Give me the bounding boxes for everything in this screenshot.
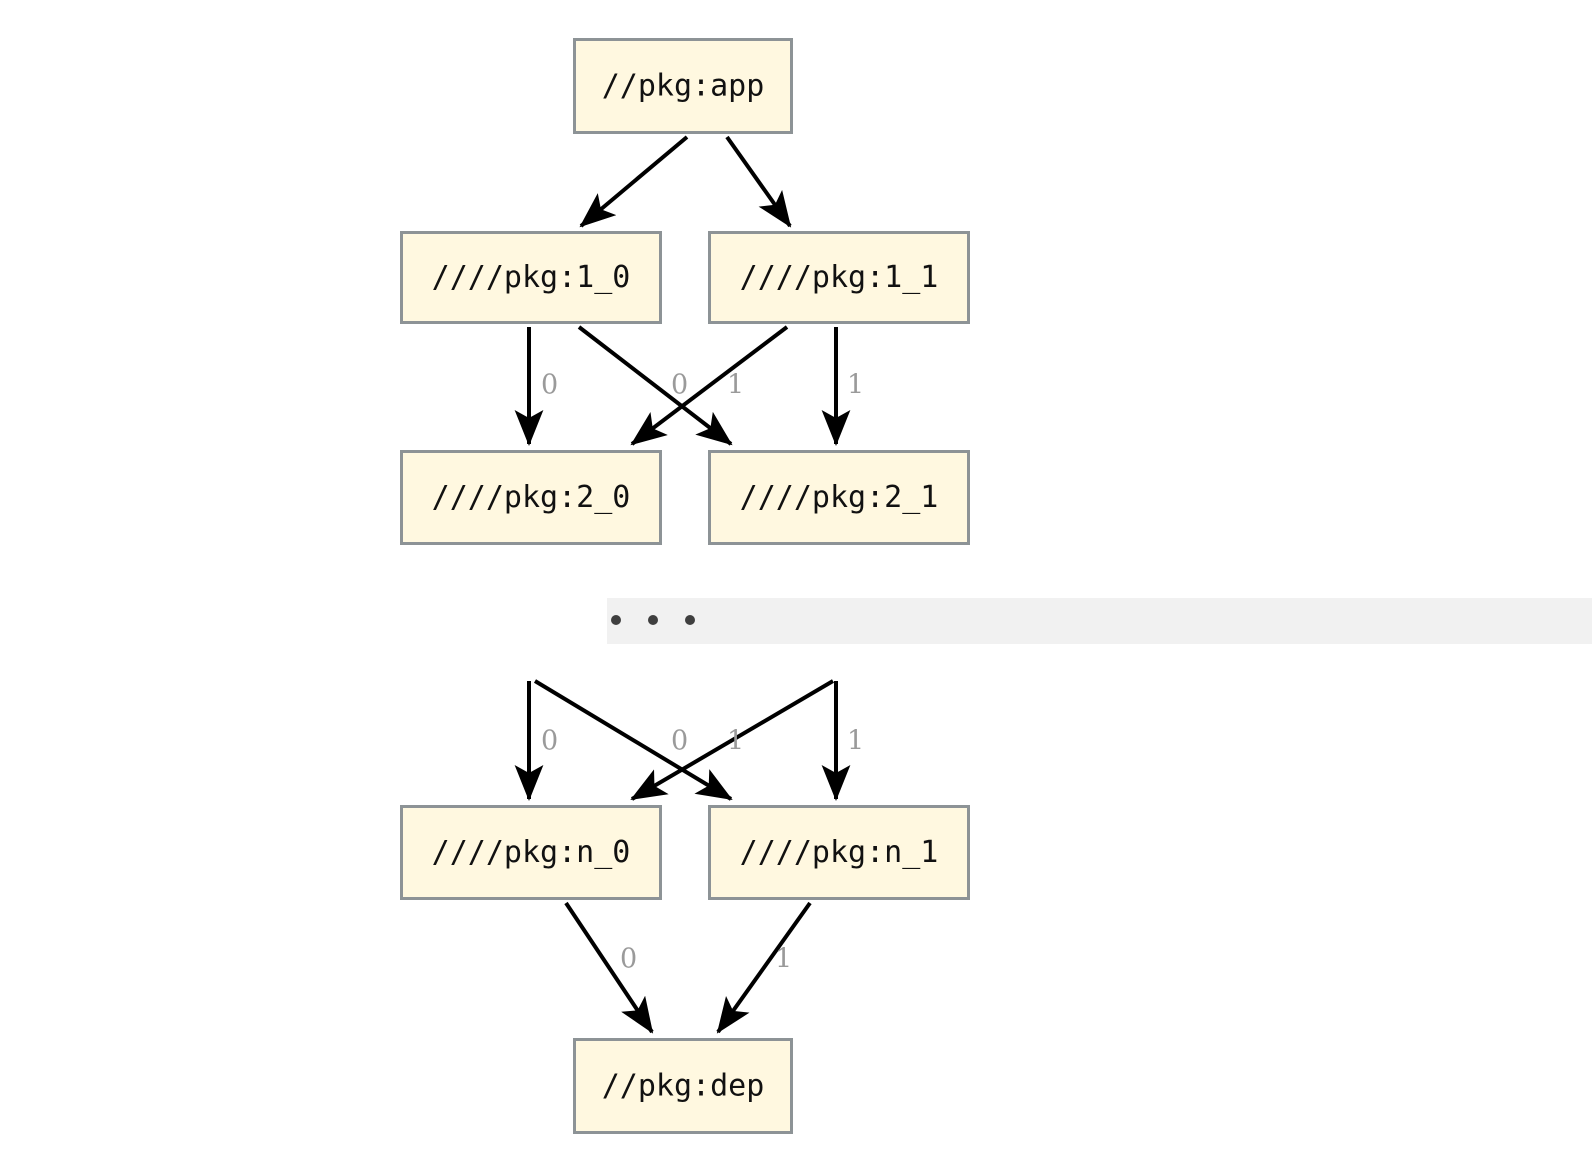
edge-line <box>725 135 792 228</box>
edge-hid_1-to-nn_1: 1 <box>821 681 864 801</box>
node-n2_1[interactable]: ////pkg:2_1 <box>708 450 970 545</box>
edge-hid_1-to-nn_0: 1 <box>630 679 835 801</box>
ellipsis-separator <box>607 598 1592 644</box>
node-box[interactable] <box>573 1038 793 1134</box>
edge-nn_0-to-dep: 0 <box>564 901 654 1034</box>
node-app[interactable]: //pkg:app <box>573 38 793 134</box>
edge-hid_0-to-nn_0: 0 <box>514 681 558 801</box>
node-n2_0[interactable]: ////pkg:2_0 <box>400 450 662 545</box>
edge-n1_0-to-n2_0: 0 <box>514 327 558 446</box>
edge-label: 1 <box>775 944 792 975</box>
node-label: ////pkg:1_1 <box>740 260 939 295</box>
edge-label: 0 <box>541 370 558 401</box>
node-label: ////pkg:2_0 <box>432 480 631 515</box>
edge-line <box>630 679 835 801</box>
edge-label: 1 <box>847 726 864 757</box>
node-box[interactable] <box>400 231 662 324</box>
edge-nn_1-to-dep: 1 <box>716 901 812 1034</box>
node-dep[interactable]: //pkg:dep <box>573 1038 793 1134</box>
edge-line <box>630 325 789 446</box>
edge-n1_1-to-n2_1: 1 <box>821 327 864 446</box>
node-n1_0[interactable]: ////pkg:1_0 <box>400 231 662 324</box>
node-label: ////pkg:2_1 <box>740 480 939 515</box>
edge-label: 0 <box>671 370 688 401</box>
node-nn_1[interactable]: ////pkg:n_1 <box>708 805 970 900</box>
node-n1_1[interactable]: ////pkg:1_1 <box>708 231 970 324</box>
edge-app-to-n1_1 <box>725 135 792 228</box>
node-label: ////pkg:n_0 <box>432 835 631 870</box>
node-label: ////pkg:n_1 <box>740 835 939 870</box>
edge-layer: 0 0 1 1 0 0 1 1 0 1 <box>514 135 864 1034</box>
edge-n1_0-to-n2_1: 0 <box>577 325 733 446</box>
node-box[interactable] <box>400 805 662 900</box>
edge-app-to-n1_0 <box>579 135 689 228</box>
edge-label: 0 <box>620 944 637 975</box>
node-label: //pkg:app <box>602 69 765 104</box>
node-label: ////pkg:1_0 <box>432 260 631 295</box>
ellipsis-dot-1 <box>648 615 658 625</box>
edge-label: 0 <box>541 726 558 757</box>
node-box[interactable] <box>708 805 970 900</box>
edge-n1_1-to-n2_0: 1 <box>630 325 789 446</box>
edge-label: 1 <box>847 370 864 401</box>
edge-hid_0-to-nn_1: 0 <box>533 679 733 801</box>
node-box[interactable] <box>708 231 970 324</box>
edge-line <box>564 901 654 1034</box>
edge-line <box>533 679 733 801</box>
node-layer: //pkg:app ////pkg:1_0 ////pkg:1_1 ////pkg:2… <box>400 38 970 1134</box>
node-box[interactable] <box>708 450 970 545</box>
ellipsis-band <box>607 598 1592 644</box>
node-box[interactable] <box>573 38 793 134</box>
edge-label: 1 <box>727 370 744 401</box>
ellipsis-dot-2 <box>685 615 695 625</box>
ellipsis-dot-0 <box>611 615 621 625</box>
node-label: //pkg:dep <box>602 1069 765 1104</box>
edge-label: 0 <box>671 726 688 757</box>
edge-line <box>579 135 689 228</box>
edge-label: 1 <box>727 726 744 757</box>
node-box[interactable] <box>400 450 662 545</box>
node-nn_0[interactable]: ////pkg:n_0 <box>400 805 662 900</box>
edge-line <box>577 325 733 446</box>
edge-line <box>716 901 812 1034</box>
